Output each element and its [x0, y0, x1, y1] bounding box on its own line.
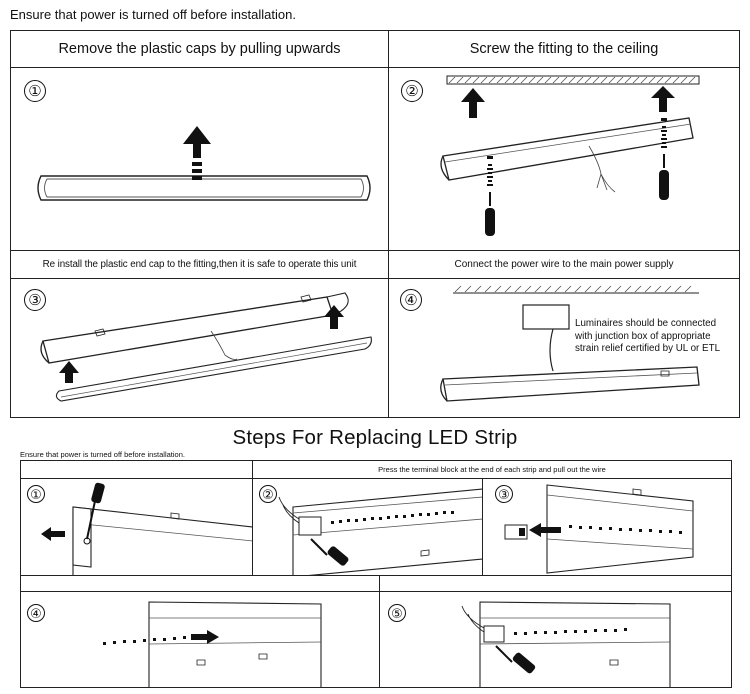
panel4-header: Connect the power wire to the main power…: [388, 250, 740, 279]
strip-step-2-drawing: [278, 488, 482, 575]
panel4-header-text: Connect the power wire to the main power…: [454, 259, 674, 270]
fixture-cap-reinstall-drawing: [40, 292, 372, 402]
strip-step-number-4: ④: [27, 604, 45, 622]
top-safety-note: Ensure that power is turned off before i…: [10, 7, 296, 22]
section2-blank-row-left: [20, 460, 253, 479]
panel3-illustration: ③: [10, 278, 389, 418]
section2-instruction-row: Press the terminal block at the end of e…: [252, 460, 732, 479]
step-number-3: ③: [24, 289, 46, 311]
strip-step-4-drawing: [103, 601, 322, 687]
strip-step-2: ②: [252, 478, 483, 576]
panel1-header: Remove the plastic caps by pulling upwar…: [10, 30, 389, 68]
section2-instruction-text: Press the terminal block at the end of e…: [378, 465, 606, 474]
panel3-header-text: Re install the plastic end cap to the fi…: [42, 259, 357, 270]
strip-step-number-3: ③: [495, 485, 513, 503]
panel2-header: Screw the fitting to the ceiling: [388, 30, 740, 68]
step-number-4: ④: [400, 289, 422, 311]
section2-title: Steps For Replacing LED Strip: [232, 426, 518, 449]
fixture-cap-removal-drawing: [37, 126, 371, 201]
strip-step-5-drawing: [461, 601, 671, 687]
panel2-illustration: ②: [388, 67, 740, 251]
step-number-1: ①: [24, 80, 46, 102]
panel1-header-text: Remove the plastic caps by pulling upwar…: [58, 41, 341, 57]
strip-step-5: ⑤: [379, 591, 732, 688]
strip-step-4: ④: [20, 591, 380, 688]
strip-step-3-drawing: [504, 484, 694, 574]
strip-step-number-1: ①: [27, 485, 45, 503]
fixture-ceiling-mount-drawing: [440, 75, 700, 236]
panel1-illustration: ①: [10, 67, 389, 251]
note-line-2: with junction box of appropriate: [575, 330, 711, 342]
panel3-header: Re install the plastic end cap to the fi…: [10, 250, 389, 279]
section2-safety-note: Ensure that power is turned off before i…: [20, 450, 185, 459]
panel4-illustration: ④ Luminaires should be connected with ju…: [388, 278, 740, 418]
panel2-header-text: Screw the fitting to the ceiling: [469, 41, 659, 57]
section2-blank-row-2-left: [20, 575, 380, 592]
fixture-power-connection-drawing: [440, 285, 700, 402]
note-line-1: Luminaires should be connected: [575, 318, 717, 329]
step-number-2: ②: [401, 80, 423, 102]
strip-step-number-5: ⑤: [388, 604, 406, 622]
note-line-3: strain relief certified by UL or ETL: [575, 343, 721, 354]
junction-box-note: Luminaires should be connected with junc…: [575, 318, 720, 356]
section2-blank-row-2-right: [379, 575, 732, 592]
strip-step-number-2: ②: [259, 485, 277, 503]
strip-step-3: ③: [482, 478, 732, 576]
strip-step-1: ①: [20, 478, 253, 576]
strip-step-1-drawing: [41, 482, 252, 575]
